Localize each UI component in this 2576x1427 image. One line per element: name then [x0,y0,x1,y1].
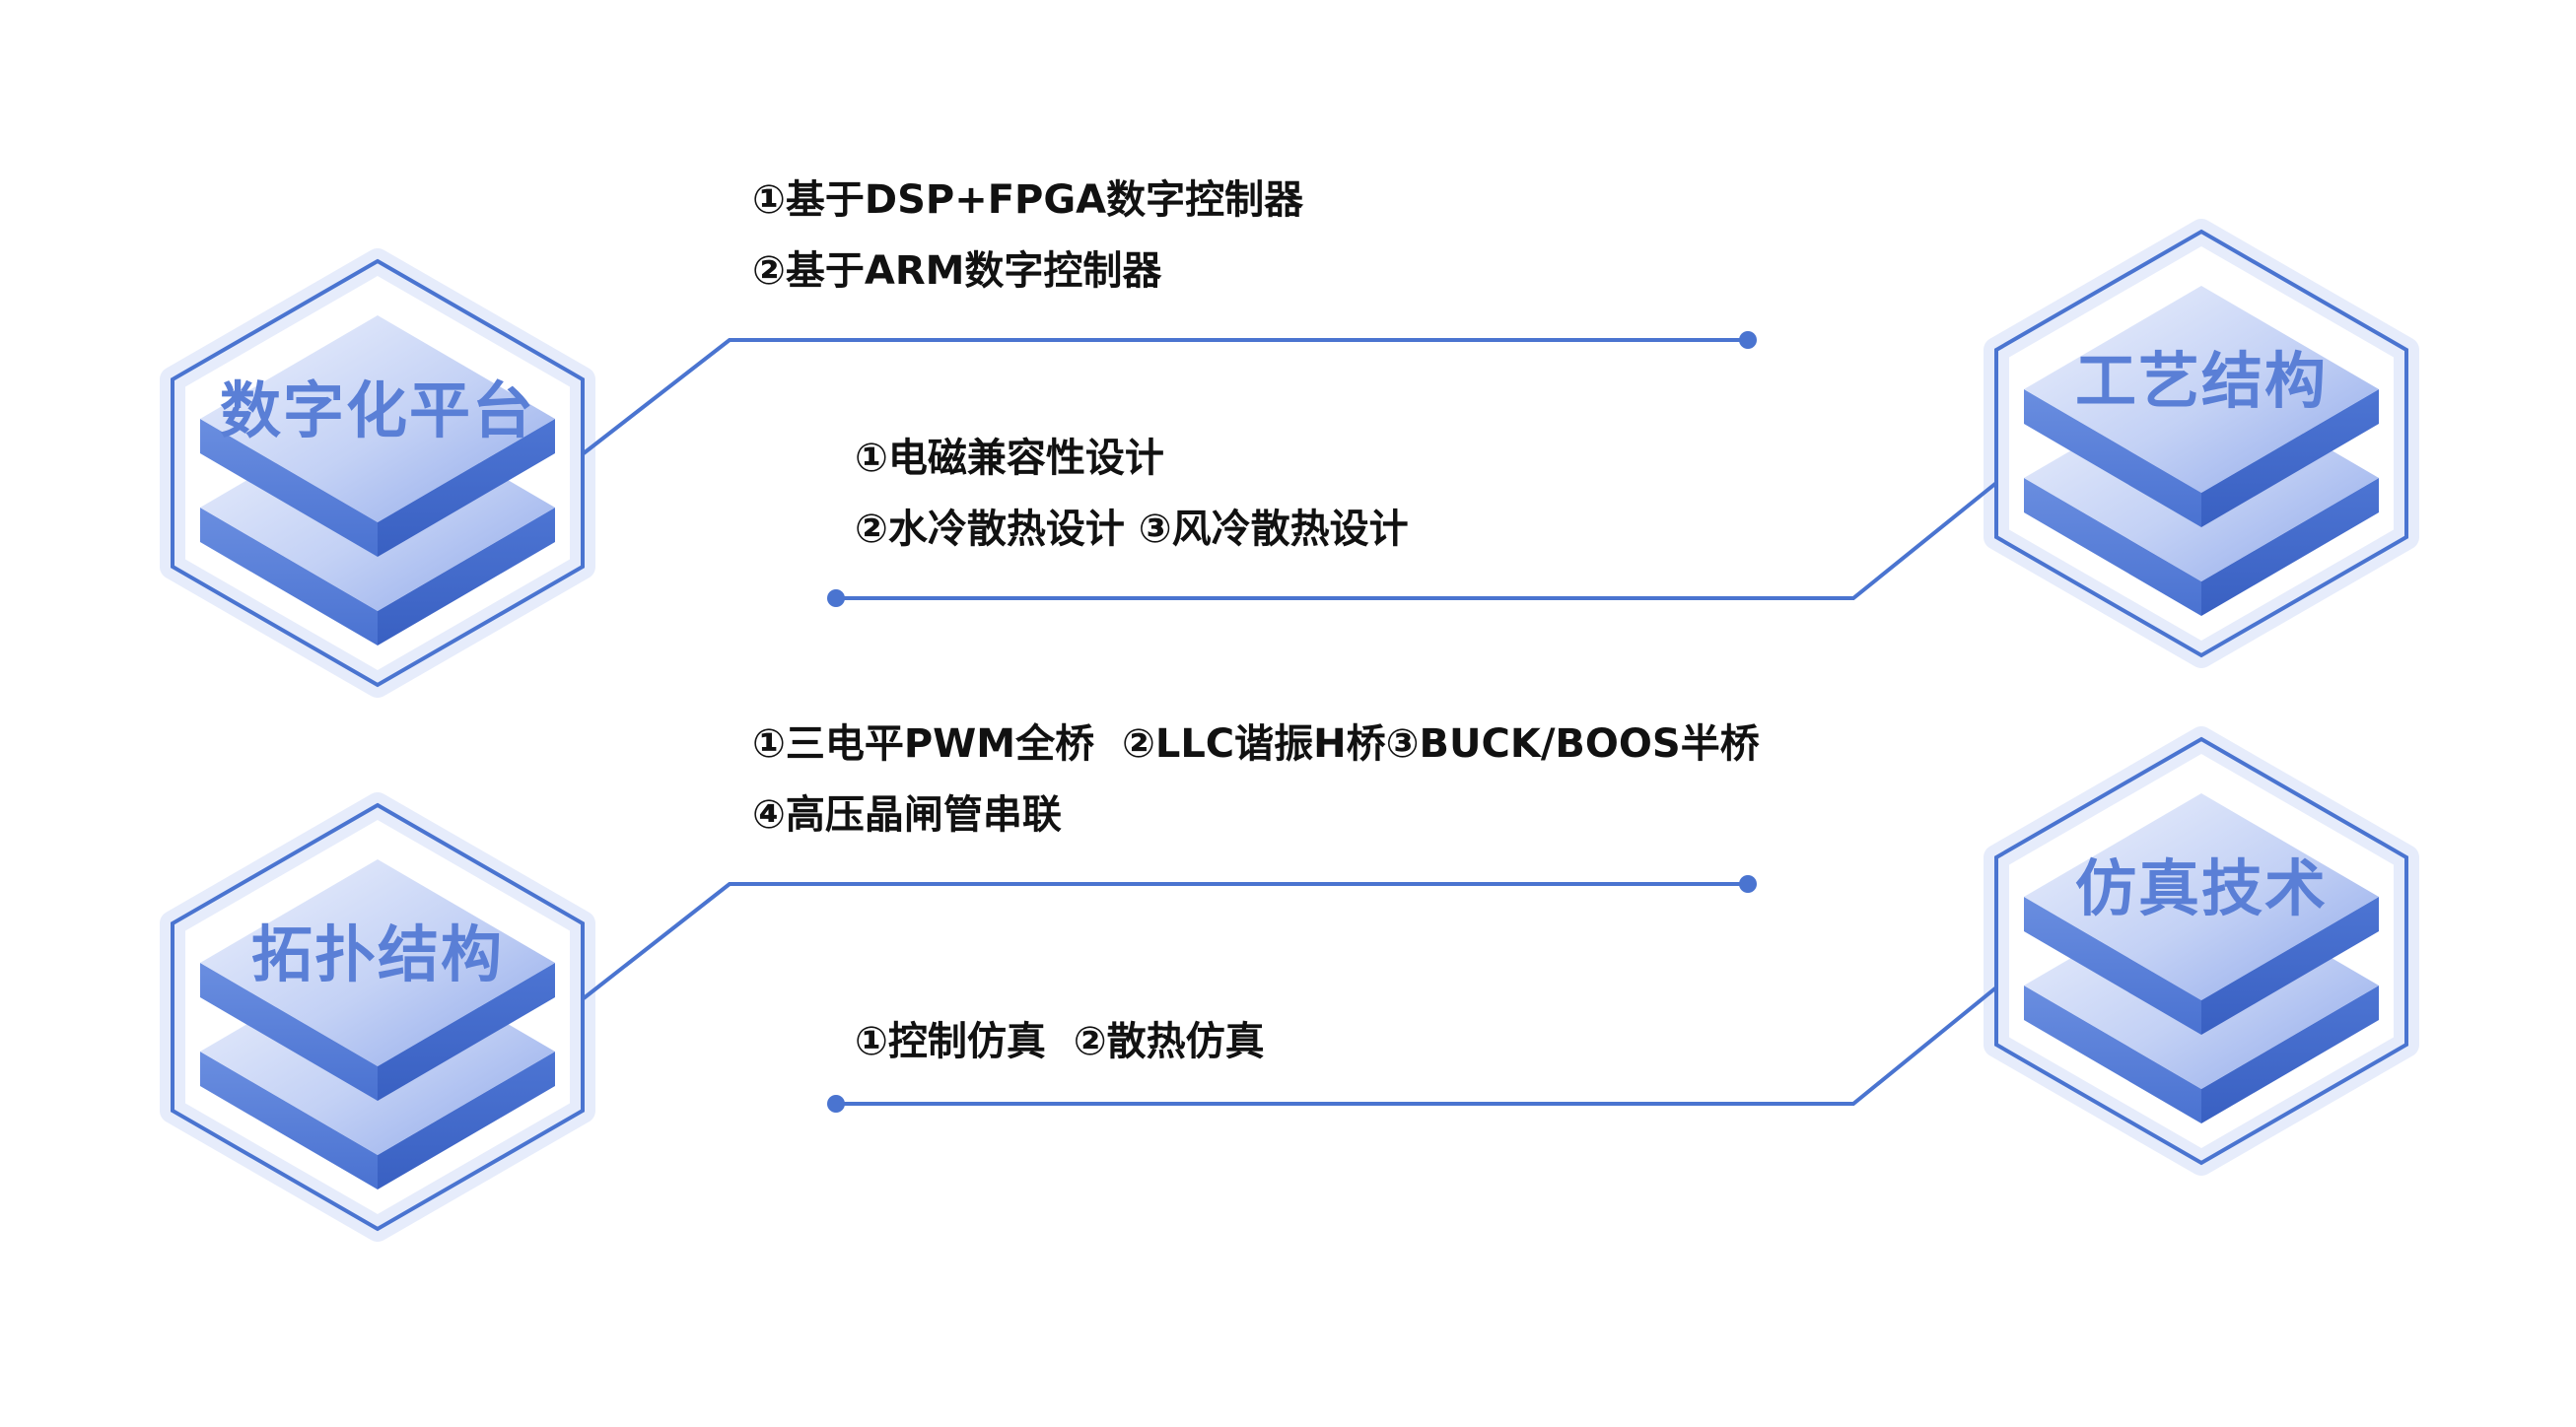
item-line: ①控制仿真 ②散热仿真 [855,1019,1265,1064]
block-digital-platform: 数字化平台 [160,248,595,698]
connector-simulation-technology [827,985,1998,1113]
connector-end-dot [827,1095,845,1113]
stacked-layers-icon [2024,286,2379,616]
connector-end-dot [827,589,845,607]
connector-line [582,338,1748,455]
connector-end-dot [1739,875,1757,893]
items-topology-structure: ①三电平PWM全桥 ②LLC谐振H桥③BUCK/BOOS半桥 ④高压晶闸管串联 [752,721,1760,838]
block-topology-structure: 拓扑结构 [160,792,595,1242]
item-line: ①基于DSP+FPGA数字控制器 [752,177,1304,223]
connector-end-dot [1739,331,1757,349]
hexagon-frame [171,258,585,688]
items-process-structure: ①电磁兼容性设计 ②水冷散热设计 ③风冷散热设计 [855,436,1409,552]
hexagon-frame [171,802,585,1232]
connector-topology-structure [582,875,1757,1000]
block-label: 工艺结构 [2075,345,2328,417]
block-simulation-technology: 仿真技术 [1984,726,2419,1176]
hexagon-frame [1994,736,2408,1166]
items-simulation-technology: ①控制仿真 ②散热仿真 [855,1019,1265,1064]
stacked-layers-icon [200,315,555,646]
item-line: ①三电平PWM全桥 ②LLC谐振H桥③BUCK/BOOS半桥 [752,721,1760,767]
block-process-structure: 工艺结构 [1984,219,2419,668]
connector-process-structure [827,481,1998,607]
stacked-layers-icon [2024,793,2379,1123]
connector-line [582,882,1748,1000]
item-line: ④高压晶闸管串联 [752,792,1062,838]
items-digital-platform: ①基于DSP+FPGA数字控制器 ②基于ARM数字控制器 [752,177,1304,294]
block-label: 拓扑结构 [251,918,504,990]
block-label: 仿真技术 [2075,852,2328,924]
item-line: ②水冷散热设计 ③风冷散热设计 [855,507,1409,552]
connector-line [836,481,1998,600]
connector-line [836,985,1998,1106]
connector-digital-platform [582,331,1757,455]
block-label: 数字化平台 [220,374,535,446]
hexagon-frame [1994,229,2408,658]
item-line: ①电磁兼容性设计 [855,436,1164,481]
stacked-layers-icon [200,859,555,1189]
item-line: ②基于ARM数字控制器 [752,248,1162,294]
